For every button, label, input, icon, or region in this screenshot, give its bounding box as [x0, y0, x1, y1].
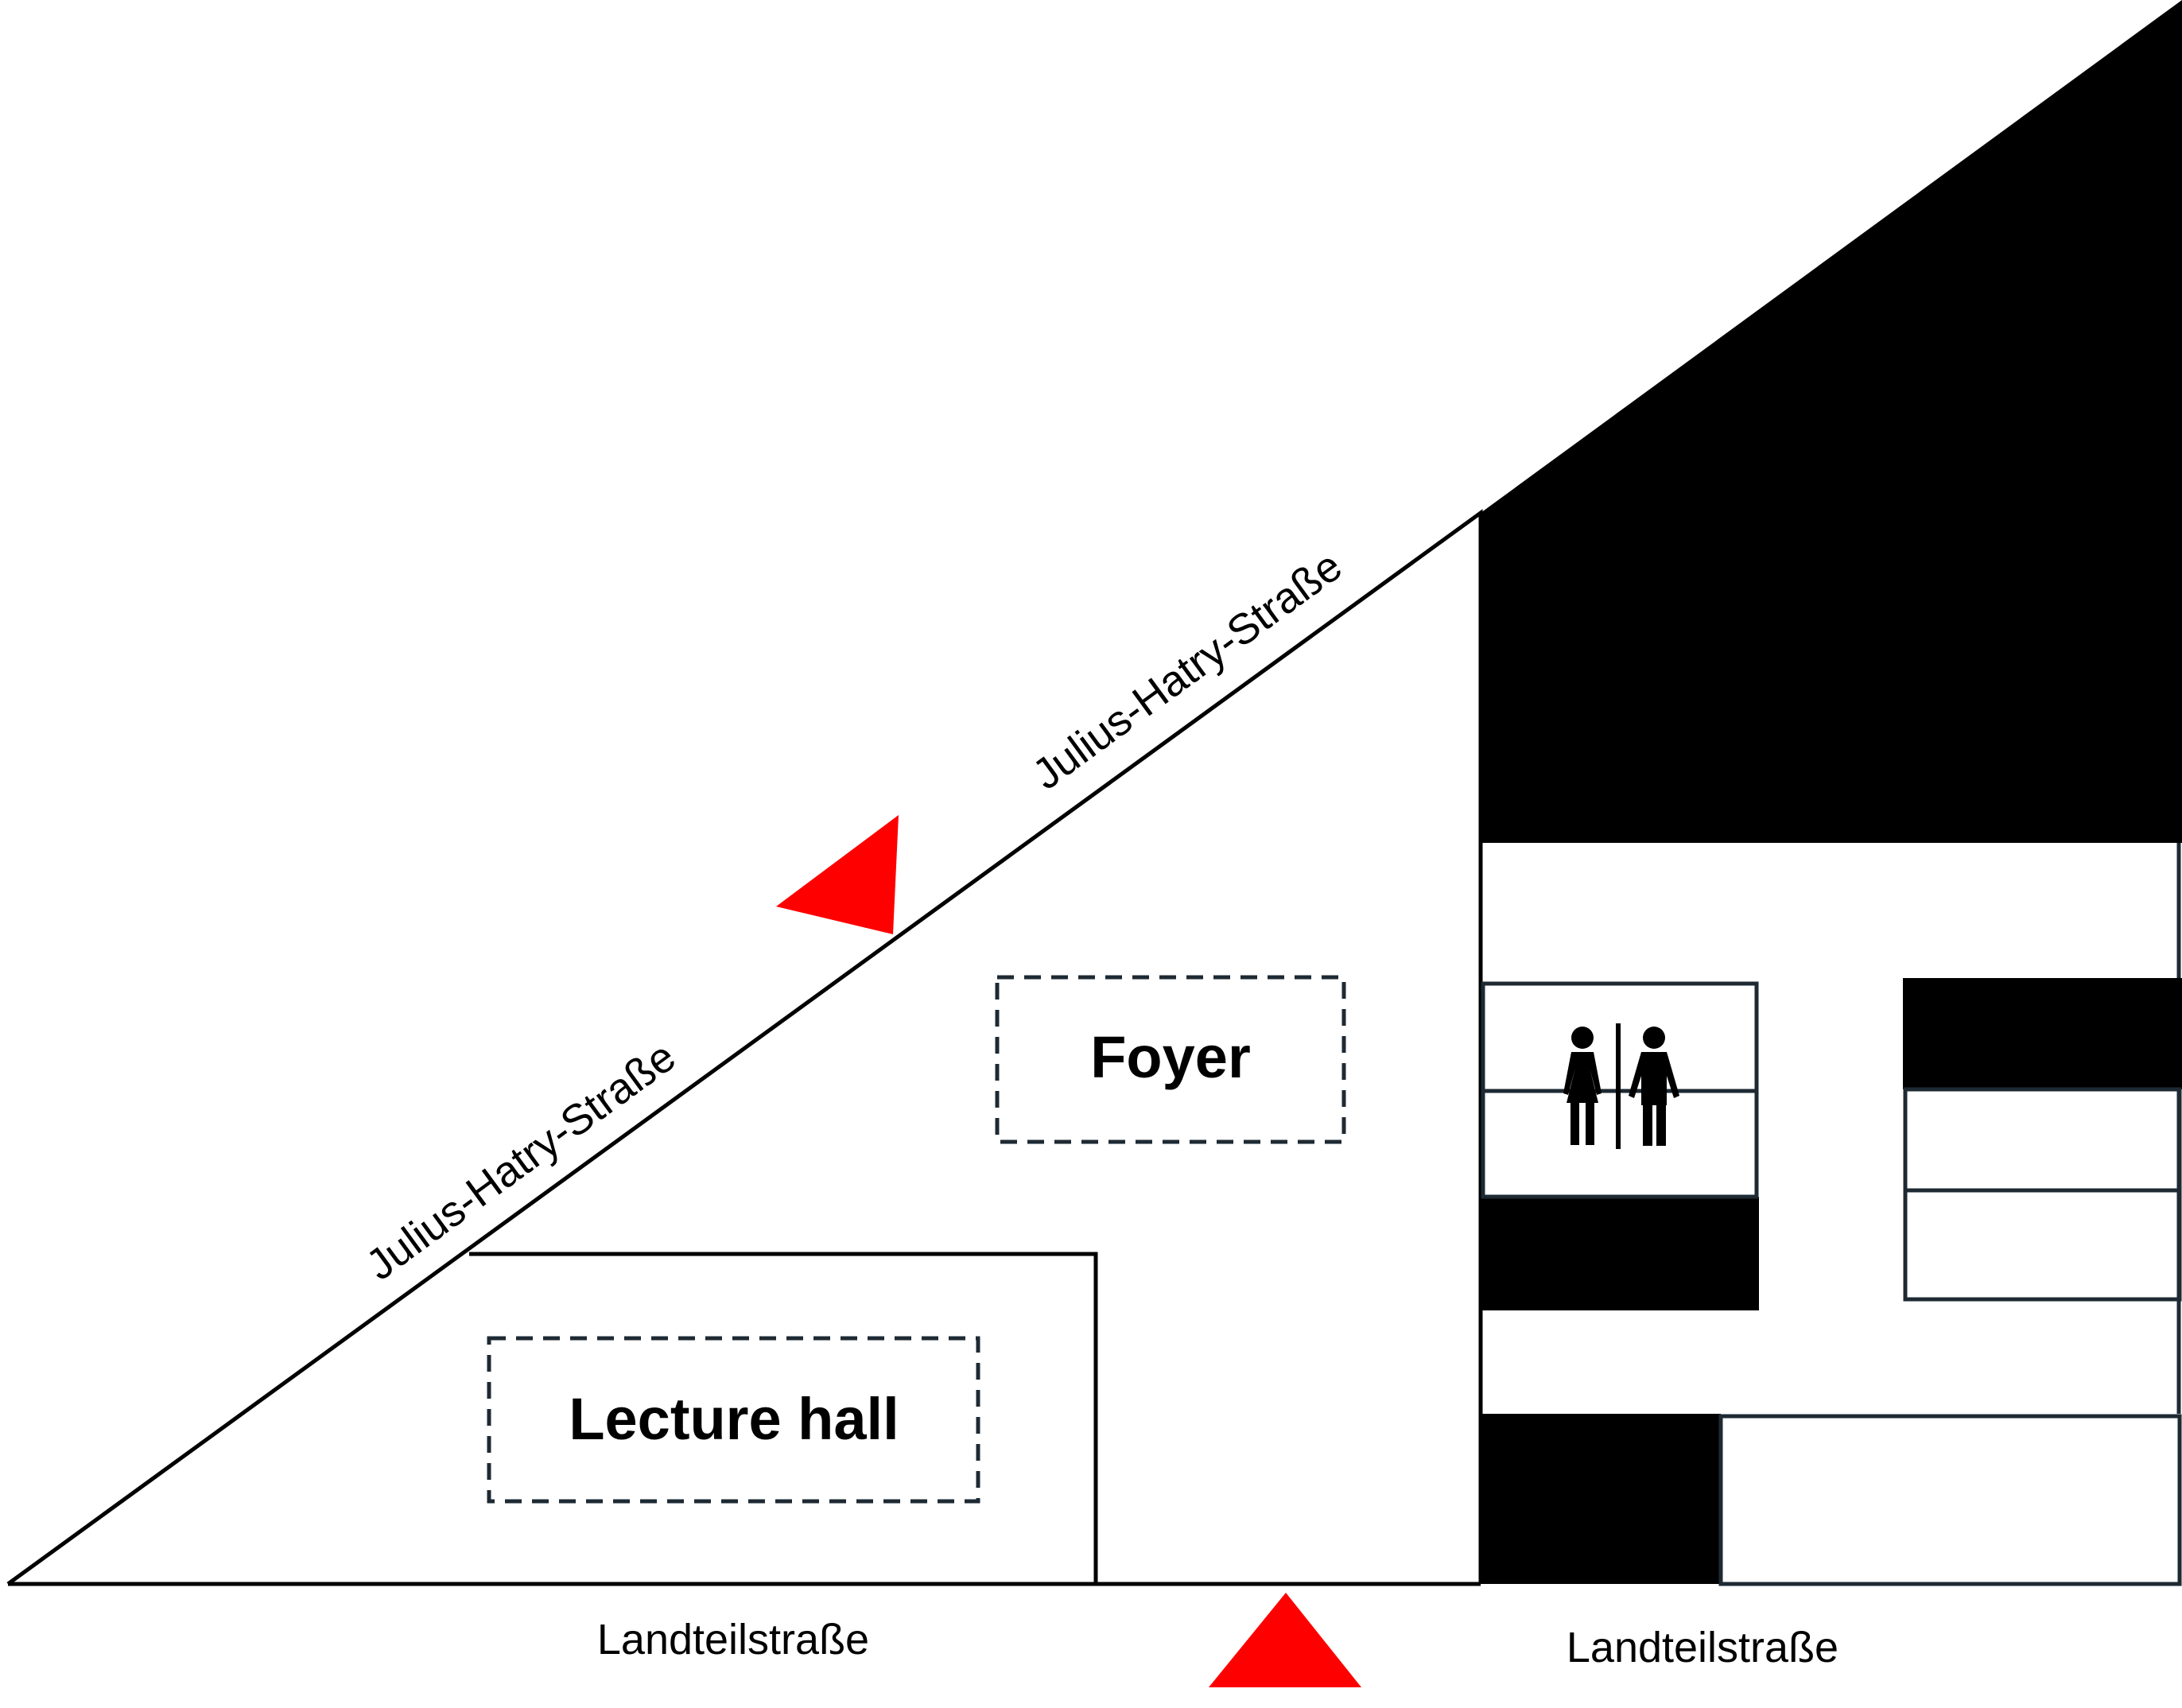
- southeast-block: [1481, 1414, 1721, 1584]
- entrance-marker-icon: [776, 815, 899, 934]
- restroom-base-block: [1481, 1197, 1759, 1310]
- east-rooms: [1481, 843, 2182, 1586]
- street-label-julius-hatry-lower: Julius-Hatry-Straße: [358, 1033, 685, 1290]
- building-blocks: [1481, 0, 2182, 1584]
- lecture-hall-wall: [469, 1252, 1098, 1584]
- foyer-box: [995, 975, 1346, 1144]
- east-stair-block: [1903, 978, 2182, 1089]
- restroom-icon: [1563, 1023, 1679, 1149]
- north-wing-block: [1481, 0, 2182, 843]
- southeast-room: [1718, 1414, 2182, 1586]
- street-label-julius-hatry-upper: Julius-Hatry-Straße: [1024, 542, 1351, 799]
- entrance-marker-icon: [1209, 1593, 1361, 1687]
- lecture-hall-label: Lecture hall: [569, 1386, 899, 1452]
- street-label-landteil-left: Landteilstraße: [597, 1616, 869, 1663]
- foyer-label: Foyer: [1090, 1024, 1251, 1090]
- east-stair-room: [1903, 1087, 2182, 1302]
- street-label-landteil-right: Landteilstraße: [1567, 1624, 1838, 1671]
- lecture-hall-box: [487, 1336, 980, 1504]
- room-label-boxes: [487, 975, 1346, 1504]
